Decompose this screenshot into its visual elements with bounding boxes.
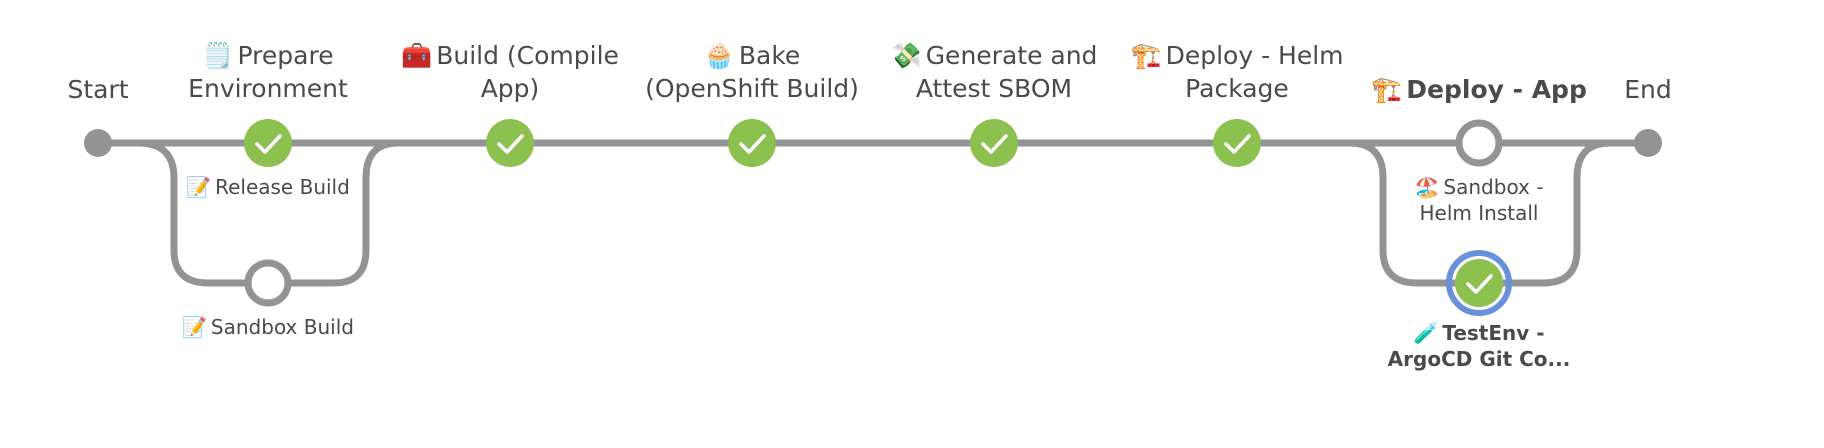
branch-release-build-label[interactable]: 📝Release Build [158, 174, 378, 200]
spiral-notepad-icon: 🗒️ [202, 41, 234, 70]
stage-label: Bake [738, 41, 801, 70]
bake-node[interactable] [728, 119, 776, 167]
check-icon [1466, 274, 1493, 294]
sandbox-build-node[interactable] [244, 259, 292, 307]
start-label: Start [67, 75, 129, 104]
pipe-prepare-lower-branch [134, 139, 402, 287]
start-node [84, 129, 112, 157]
stage-deploy-helm-package[interactable]: 🏗️Deploy - Helm Package [1107, 40, 1367, 105]
stage-label: Deploy - Helm [1165, 41, 1344, 70]
stage-prepare-environment[interactable]: 🗒️Prepare Environment [148, 40, 388, 105]
check-icon [497, 134, 524, 154]
branch-label: Sandbox - [1443, 175, 1544, 199]
check-icon [739, 134, 766, 154]
stage-build-compile-app[interactable]: 🧰Build (Compile App) [380, 40, 640, 105]
branch-label: Sandbox Build [210, 315, 354, 339]
release-build-node[interactable] [244, 119, 292, 167]
deploy-helm-package-node[interactable] [1213, 119, 1261, 167]
stage-label: (OpenShift Build) [645, 73, 859, 103]
branch-label: TestEnv - [1442, 321, 1545, 345]
stage-label: Environment [188, 73, 348, 103]
branch-sandbox-helm-install-label[interactable]: 🏖️Sandbox - Helm Install [1374, 174, 1584, 226]
check-icon [1224, 134, 1251, 154]
branch-sandbox-build-label[interactable]: 📝Sandbox Build [158, 314, 378, 340]
cupcake-icon: 🧁 [703, 41, 735, 70]
stage-label: Attest SBOM [915, 73, 1073, 103]
check-icon [981, 134, 1008, 154]
branch-testenv-argocd-label[interactable]: 🧪TestEnv - ArgoCD Git Co... [1374, 320, 1584, 372]
branch-label: Release Build [215, 175, 350, 199]
stage-generate-attest-sbom[interactable]: 💸Generate and Attest SBOM [864, 40, 1124, 105]
stage-label: Package [1185, 73, 1289, 103]
construction-crane-icon: 🏗️ [1371, 75, 1403, 104]
stage-label: App) [480, 73, 540, 103]
testenv-argocd-node[interactable] [1446, 250, 1512, 316]
stage-bake[interactable]: 🧁Bake (OpenShift Build) [622, 40, 882, 105]
sandbox-helm-install-node[interactable] [1455, 119, 1503, 167]
branch-label: ArgoCD Git Co... [1387, 347, 1571, 371]
check-icon [255, 134, 282, 154]
selection-ring [1446, 250, 1512, 316]
stage-deploy-app[interactable]: 🏗️Deploy - App [1354, 74, 1604, 107]
toolbox-icon: 🧰 [401, 41, 433, 70]
end-label: End [1624, 75, 1672, 104]
money-with-wings-icon: 💸 [890, 41, 922, 70]
memo-icon: 📝 [182, 315, 207, 339]
stage-label: Generate and [925, 41, 1098, 70]
construction-crane-icon: 🏗️ [1130, 41, 1162, 70]
test-tube-icon: 🧪 [1413, 321, 1439, 345]
branch-label: Helm Install [1419, 201, 1539, 225]
memo-icon: 📝 [186, 175, 212, 199]
stage-label: Build (Compile [436, 41, 619, 70]
end-node [1634, 129, 1662, 157]
beach-umbrella-icon: 🏖️ [1414, 175, 1440, 199]
stage-label: Deploy - App [1406, 75, 1587, 104]
stage-label: Prepare [237, 41, 334, 70]
generate-attest-sbom-node[interactable] [970, 119, 1018, 167]
build-compile-app-node[interactable] [486, 119, 534, 167]
